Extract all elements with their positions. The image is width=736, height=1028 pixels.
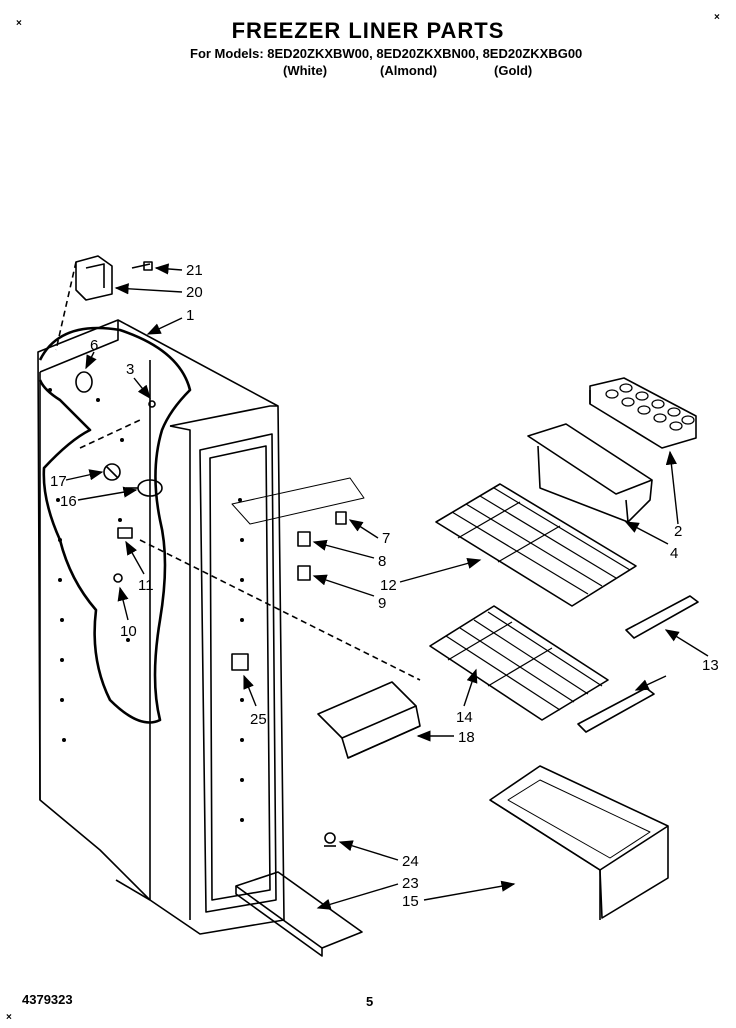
callout-18: 18: [458, 729, 475, 746]
variant-almond: (Almond): [380, 63, 438, 78]
callout-23: 23: [402, 875, 419, 892]
plug-part-6: [75, 371, 93, 393]
callout-11: 11: [138, 577, 154, 594]
bracket-part-20: [75, 255, 113, 301]
part-number: 4379323: [22, 992, 73, 1007]
corner-mark-top-right: ×: [714, 12, 720, 23]
shelf-support-part-13b: [577, 687, 655, 733]
callout-21: 21: [186, 262, 203, 279]
callout-9: 9: [378, 595, 386, 612]
screw-part-24: [324, 832, 336, 847]
wire-shelf-part-14: [429, 605, 609, 721]
variant-gold: (Gold): [494, 63, 533, 78]
callout-4: 4: [670, 545, 678, 562]
page-title: FREEZER LINER PARTS: [231, 18, 505, 43]
wire-shelf-part-12: [435, 483, 637, 607]
callout-15: 15: [402, 893, 419, 910]
clip-part-7: [335, 511, 347, 525]
callout-1: 1: [186, 307, 194, 324]
callout-20: 20: [186, 284, 203, 301]
callout-10: 10: [120, 623, 137, 640]
ice-bin-part-4: [527, 423, 653, 523]
freezer-liner: [37, 319, 285, 935]
pan-part-18: [317, 681, 421, 759]
page-number: 5: [366, 994, 374, 1009]
screw-part-21: [131, 261, 153, 271]
ice-tray-part-2: [589, 377, 697, 449]
callout-24: 24: [402, 853, 419, 870]
callout-2: 2: [674, 523, 682, 540]
freezer-basket-part-15: [489, 765, 669, 920]
callout-16: 16: [60, 493, 77, 510]
callout-8: 8: [378, 553, 386, 570]
callout-17: 17: [50, 473, 67, 490]
callout-14: 14: [456, 709, 473, 726]
light-socket-part-17: [103, 463, 121, 481]
callout-25: 25: [250, 711, 267, 728]
callout-7: 7: [382, 530, 390, 547]
models-line: For Models: 8ED20ZKXBW00, 8ED20ZKXBN00, …: [190, 46, 583, 61]
callout-13: 13: [702, 657, 719, 674]
callout-12: 12: [380, 577, 397, 594]
clip-part-8: [297, 531, 311, 547]
screw-part-10: [113, 573, 123, 583]
clip-part-9: [297, 565, 311, 581]
callout-6: 6: [90, 337, 98, 354]
corner-mark-top-left: ×: [16, 18, 22, 29]
switch-part-11: [117, 527, 133, 539]
screw-part-3: [148, 400, 156, 408]
bottom-bracket-part-23: [235, 871, 363, 957]
bracket-part-25: [231, 653, 249, 671]
shelf-support-part-13a: [625, 595, 699, 639]
variant-white: (White): [283, 63, 328, 78]
callout-3: 3: [126, 361, 134, 378]
corner-mark-bottom-left: ×: [6, 1012, 12, 1023]
